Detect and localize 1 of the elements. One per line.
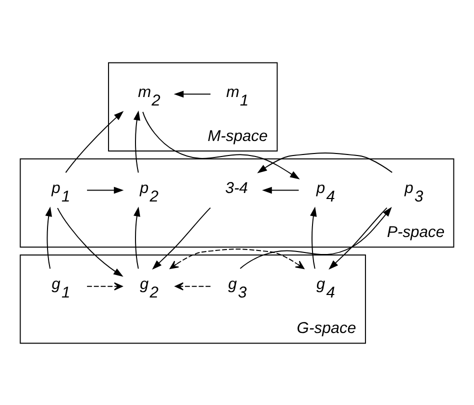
node-text: 3-4 [225, 179, 248, 196]
